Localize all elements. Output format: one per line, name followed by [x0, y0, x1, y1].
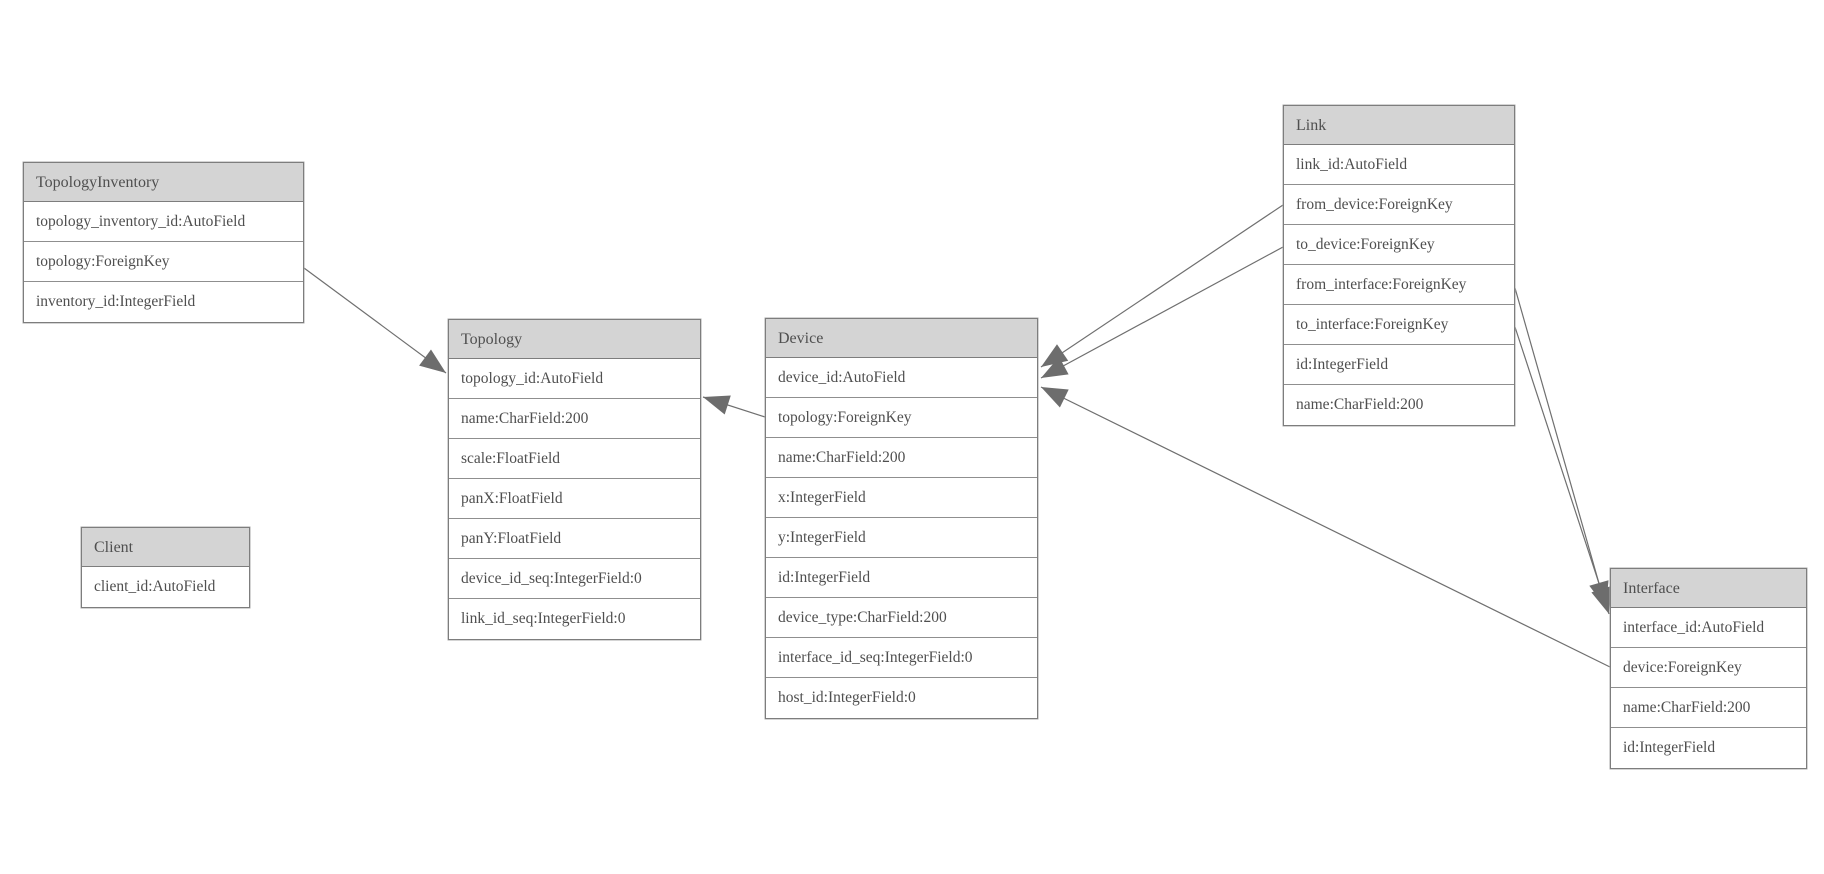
- field-row-topology-scale: scale:FloatField: [449, 439, 700, 479]
- field-row-device-name: name:CharField:200: [766, 438, 1037, 478]
- edge-link-from_interface-interface: [1514, 287, 1607, 609]
- entity-header-interface: Interface: [1611, 569, 1806, 608]
- field-row-topology-link_id_seq: link_id_seq:IntegerField:0: [449, 599, 700, 639]
- field-row-topologyinventory-topology: topology:ForeignKey: [24, 242, 303, 282]
- arrowhead-link-to_interface-interface: [1591, 586, 1611, 614]
- field-row-link-to_device: to_device:ForeignKey: [1284, 225, 1514, 265]
- field-row-interface-device: device:ForeignKey: [1611, 648, 1806, 688]
- field-row-device-topology: topology:ForeignKey: [766, 398, 1037, 438]
- field-row-device-id: id:IntegerField: [766, 558, 1037, 598]
- entity-header-device: Device: [766, 319, 1037, 358]
- field-row-link-name: name:CharField:200: [1284, 385, 1514, 425]
- edge-interface-device-device: [1040, 386, 1611, 668]
- edge-topologyinventory-topology: [303, 267, 447, 374]
- entity-header-link: Link: [1284, 106, 1514, 145]
- arrowhead-link-to_device-device: [1041, 356, 1069, 378]
- field-row-link-id: id:IntegerField: [1284, 345, 1514, 385]
- entity-header-topologyinventory: TopologyInventory: [24, 163, 303, 202]
- entity-header-client: Client: [82, 528, 249, 567]
- field-row-device-y: y:IntegerField: [766, 518, 1037, 558]
- arrowhead-topologyinventory-topology: [419, 349, 446, 373]
- edge-link-from_device-device: [1040, 204, 1284, 368]
- edge-link-to_device-device: [1040, 246, 1284, 379]
- field-row-device-x: x:IntegerField: [766, 478, 1037, 518]
- field-row-topology-topology_id: topology_id:AutoField: [449, 359, 700, 399]
- field-row-interface-interface_id: interface_id:AutoField: [1611, 608, 1806, 648]
- field-row-link-link_id: link_id:AutoField: [1284, 145, 1514, 185]
- field-row-topologyinventory-inventory_id: inventory_id:IntegerField: [24, 282, 303, 322]
- field-row-link-from_device: from_device:ForeignKey: [1284, 185, 1514, 225]
- field-row-device-device_type: device_type:CharField:200: [766, 598, 1037, 638]
- field-row-topology-panX: panX:FloatField: [449, 479, 700, 519]
- entity-header-topology: Topology: [449, 320, 700, 359]
- field-row-topologyinventory-topology_inventory_id: topology_inventory_id:AutoField: [24, 202, 303, 242]
- edge-link-to_interface-interface: [1514, 326, 1610, 615]
- field-row-link-from_interface: from_interface:ForeignKey: [1284, 265, 1514, 305]
- field-row-device-interface_id_seq: interface_id_seq:IntegerField:0: [766, 638, 1037, 678]
- field-row-interface-id: id:IntegerField: [1611, 728, 1806, 768]
- arrowhead-interface-device-device: [1041, 387, 1069, 408]
- arrowhead-device-topology: [703, 395, 731, 415]
- field-row-link-to_interface: to_interface:ForeignKey: [1284, 305, 1514, 345]
- field-row-client-client_id: client_id:AutoField: [82, 567, 249, 607]
- field-row-device-host_id: host_id:IntegerField:0: [766, 678, 1037, 718]
- field-row-topology-device_id_seq: device_id_seq:IntegerField:0: [449, 559, 700, 599]
- field-row-device-device_id: device_id:AutoField: [766, 358, 1037, 398]
- field-row-topology-panY: panY:FloatField: [449, 519, 700, 559]
- field-row-topology-name: name:CharField:200: [449, 399, 700, 439]
- field-row-interface-name: name:CharField:200: [1611, 688, 1806, 728]
